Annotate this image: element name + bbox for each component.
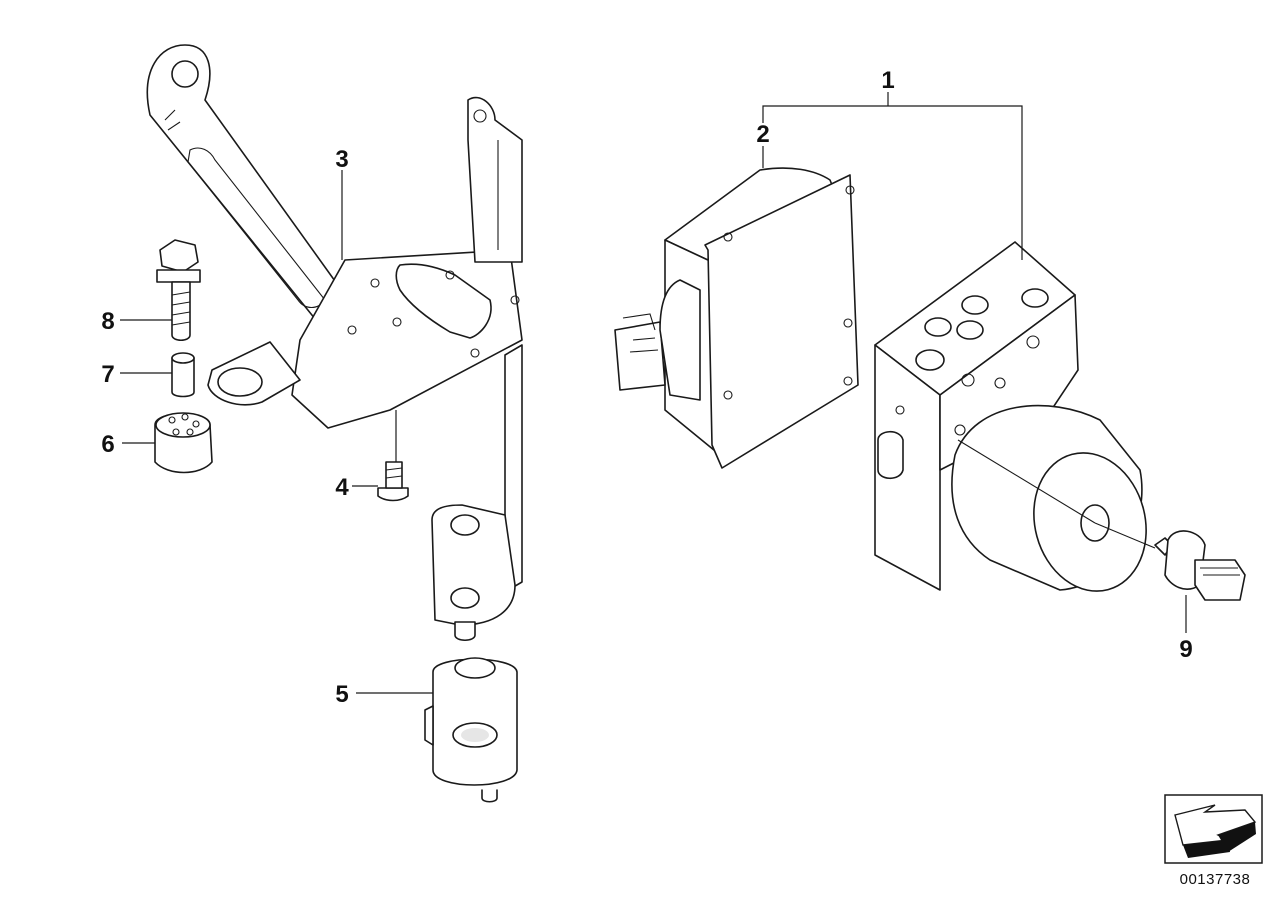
leader-lines (120, 92, 1187, 694)
callout-7: 7 (101, 361, 114, 388)
catalog-number: 00137738 (1180, 871, 1251, 888)
hex-bolt-part[interactable] (156, 239, 201, 342)
callout-5: 5 (335, 681, 348, 708)
callout-3: 3 (335, 146, 348, 173)
callout-9: 9 (1179, 636, 1192, 663)
callout-6: 6 (101, 431, 114, 458)
callout-labels: 1 2 3 4 5 6 7 8 9 (101, 67, 1192, 708)
callout-4: 4 (335, 474, 349, 501)
grommet-part[interactable] (154, 412, 213, 474)
rubber-mount-part[interactable] (424, 657, 518, 803)
callout-8: 8 (101, 308, 114, 335)
screw-part[interactable] (377, 461, 409, 502)
callout-1: 1 (881, 67, 894, 94)
callout-2: 2 (756, 121, 769, 148)
control-module-part[interactable] (614, 167, 859, 469)
bracket-part[interactable] (146, 44, 523, 642)
abs-hydraulic-unit-part[interactable] (874, 241, 1161, 604)
bushing-part[interactable] (171, 352, 195, 398)
pressure-sensor-part[interactable] (1094, 522, 1246, 601)
front-direction-arrow-icon (1164, 794, 1263, 864)
